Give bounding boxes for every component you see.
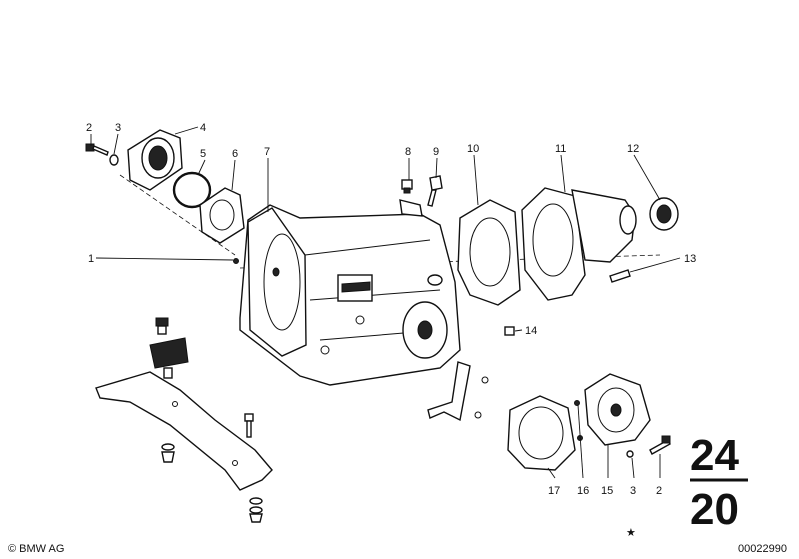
part-17-gasket <box>507 395 576 471</box>
callout-10: 10 <box>467 143 479 155</box>
callout-1: 1 <box>88 253 94 265</box>
mount-bracket <box>427 361 489 422</box>
callout-13: 13 <box>684 253 696 265</box>
part-7-transmission-housing <box>239 199 461 386</box>
callout-4: 4 <box>200 122 206 134</box>
callout-15: 15 <box>601 485 613 497</box>
group-number: 24 20 <box>690 431 748 534</box>
part-2-bolt-bottom <box>649 435 671 455</box>
mount-hardware-right <box>244 413 263 523</box>
callout-7: 7 <box>264 146 270 158</box>
callout-6: 6 <box>232 148 238 160</box>
part-10-gasket <box>457 199 521 306</box>
callout-2-bottom: 2 <box>656 485 662 497</box>
group-number-top: 24 <box>690 431 739 480</box>
part-15-pump-housing <box>584 373 651 446</box>
part-8-fitting <box>401 179 413 194</box>
callout-17: 17 <box>548 485 560 497</box>
callout-14: 14 <box>525 325 537 337</box>
callout-3-bottom: 3 <box>630 485 636 497</box>
part-4-flange-housing <box>127 129 183 191</box>
callouts: 2 3 4 5 6 1 7 8 9 10 11 12 13 14 15 16 1… <box>86 122 696 497</box>
callout-5: 5 <box>200 148 206 160</box>
part-6-gasket <box>199 187 245 244</box>
part-14-sleeve <box>504 326 515 336</box>
part-3-washer-bottom <box>626 450 634 458</box>
part-11-extension-housing <box>521 187 637 301</box>
part-2-bolt <box>85 143 109 156</box>
part-9-sensor <box>427 175 443 207</box>
leader-lines <box>90 126 681 479</box>
callout-16: 16 <box>577 485 589 497</box>
part-12-seal <box>649 197 679 231</box>
mount-hardware-left <box>161 443 175 463</box>
part-1-screw <box>233 258 239 264</box>
callout-11: 11 <box>555 143 566 155</box>
group-number-bottom: 20 <box>690 485 739 534</box>
copyright-text: © BMW AG <box>8 543 64 555</box>
callout-12: 12 <box>627 143 639 155</box>
star-icon: ★ <box>626 527 636 539</box>
part-3-washer <box>109 154 119 166</box>
callout-2: 2 <box>86 122 92 134</box>
rubber-mount <box>149 317 189 379</box>
part-13-bolt <box>609 269 631 283</box>
part-5-o-ring <box>172 171 212 209</box>
callout-8: 8 <box>405 146 411 158</box>
callout-9: 9 <box>433 146 439 158</box>
cross-member <box>95 371 273 491</box>
callout-3: 3 <box>115 122 121 134</box>
image-number: 00022990 <box>738 543 787 555</box>
